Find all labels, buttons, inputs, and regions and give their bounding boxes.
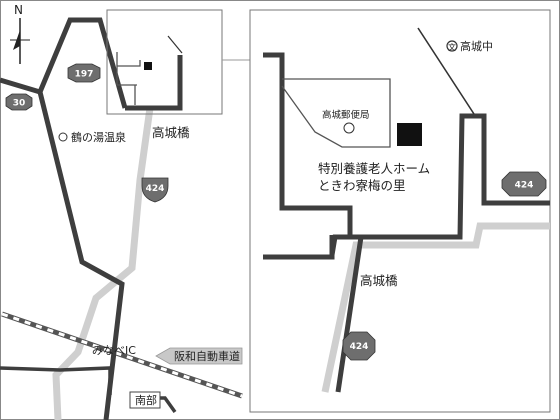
expressway-label: 阪和自動車道 — [174, 349, 240, 363]
school-icon: 文 — [448, 42, 456, 52]
route-424-road — [52, 107, 154, 420]
road-north — [125, 55, 183, 111]
overview-map: N 197 30 424 鶴の湯温泉 高城橋 みなべIC 阪和自動車道 南部 — [0, 3, 250, 420]
route-197-shield: 197 — [67, 63, 101, 83]
inset-route-424-road — [321, 222, 550, 393]
inset-road-north — [263, 52, 353, 235]
route-424-label: 424 — [146, 184, 165, 194]
inset-road-east — [329, 113, 550, 256]
facility-marker-mini — [144, 62, 152, 70]
route-30-label: 30 — [13, 99, 26, 109]
post-office-building — [281, 78, 391, 148]
facility-label-line1: 特別養護老人ホーム — [318, 161, 430, 176]
facility-marker — [397, 123, 422, 146]
school-road-mini — [167, 35, 183, 54]
road-west-loop — [0, 17, 128, 109]
nanbu-box — [129, 391, 161, 409]
post-office-label: 高城郵便局 — [322, 109, 370, 121]
inset-route-424-shield-east: 424 — [501, 171, 547, 197]
railway-line — [1, 311, 243, 399]
ic-label: みなべIC — [92, 344, 136, 357]
inset-route-424-label-east: 424 — [515, 181, 534, 191]
expressway-sign: 阪和自動車道 — [155, 347, 243, 365]
route-424-shield: 424 — [141, 177, 169, 203]
onsen-marker — [58, 132, 68, 142]
inset-frame — [249, 9, 551, 413]
inset-buildings-mini — [116, 52, 141, 105]
inset-road-west — [263, 235, 335, 260]
school-label: 高城中 — [460, 39, 493, 53]
inset-map: 文 高城中 高城郵便局 特別養護老人ホーム ときわ寮梅の里 424 424 高城… — [249, 9, 551, 413]
onsen-label: 鶴の湯温泉 — [71, 130, 126, 144]
north-arrow: N — [10, 3, 30, 64]
road-main-south — [37, 91, 125, 420]
inset-road-south — [335, 236, 364, 393]
school-road — [417, 27, 475, 115]
route-30-shield: 30 — [5, 93, 33, 111]
road-nanbu-branch — [0, 366, 112, 395]
facility-label-line2: ときわ寮梅の里 — [318, 178, 406, 193]
nanbu-label: 南部 — [135, 393, 157, 407]
inset-route-424-shield-south: 424 — [342, 331, 376, 361]
bridge-label: 高城橋 — [152, 125, 190, 140]
route-197-label: 197 — [75, 70, 94, 80]
post-office-marker — [343, 122, 355, 134]
inset-source-box — [106, 9, 223, 115]
school-marker — [446, 40, 458, 52]
inset-route-424-label-south: 424 — [350, 342, 369, 352]
north-letter: N — [14, 3, 23, 17]
inset-bridge-label: 高城橋 — [360, 273, 398, 288]
